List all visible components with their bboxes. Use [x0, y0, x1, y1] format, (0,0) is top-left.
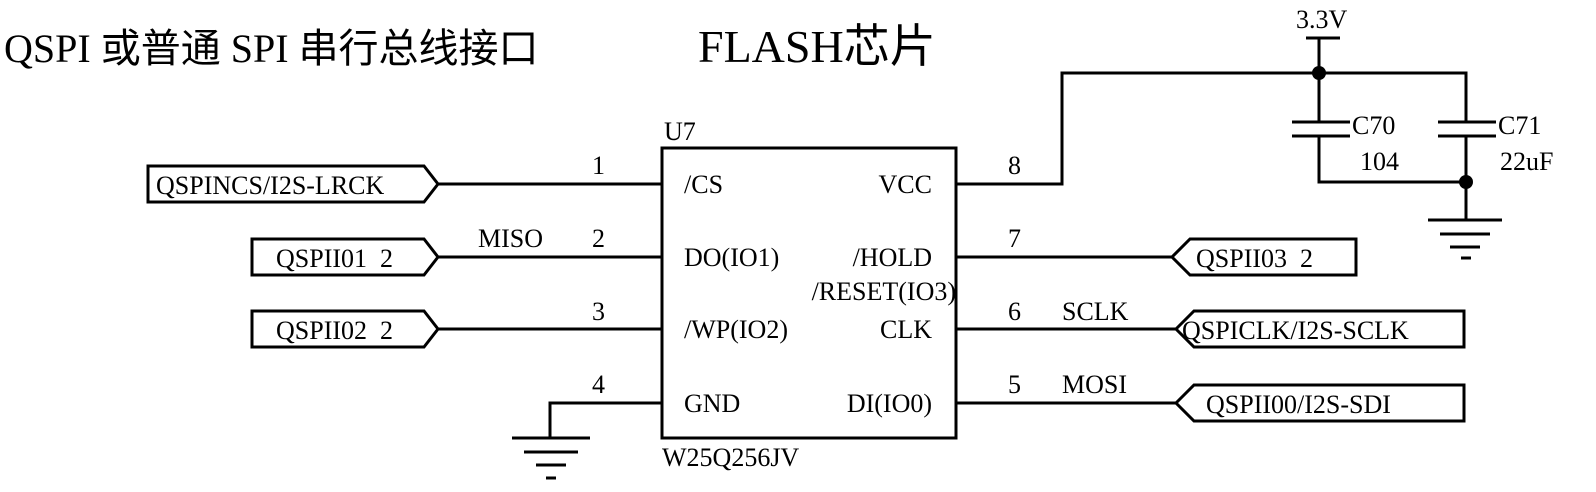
pin-name-wp: /WP(IO2) [684, 315, 788, 344]
pin-name-cs: /CS [684, 170, 723, 199]
power-label: 3.3V [1296, 5, 1348, 34]
chip-ref: U7 [664, 117, 696, 146]
pin-name-do: DO(IO1) [684, 243, 779, 272]
wire-pin4 [548, 401, 662, 438]
net-port-qspincs[interactable]: QSPINCS/I2S-LRCK [146, 164, 440, 204]
capacitor-c71[interactable]: C71 22uF [1438, 111, 1553, 220]
junction-dot-gnd [1459, 175, 1473, 189]
c71-value: 22uF [1500, 147, 1553, 176]
pin-num-7: 7 [1008, 224, 1021, 253]
pin-num-5: 5 [1008, 370, 1021, 399]
net-port-qspii01[interactable]: QSPII01 2 [250, 237, 440, 277]
pin-num-3: 3 [592, 297, 605, 326]
pin-num-8: 8 [1008, 151, 1021, 180]
net-label-qspiclk: QSPICLK/I2S-SCLK [1182, 316, 1409, 345]
c70-ref: C70 [1352, 111, 1395, 140]
net-label-qspii02: QSPII02 2 [276, 316, 393, 345]
net-label-qspii01: QSPII01 2 [276, 244, 393, 273]
ground-symbol-left [512, 436, 590, 480]
pin-name-hold: /HOLD [853, 243, 932, 272]
chip-title: FLASH芯片 [698, 21, 936, 72]
signal-mosi: MOSI [1062, 370, 1127, 399]
pin-num-1: 1 [592, 151, 605, 180]
net-port-qspiclk[interactable]: QSPICLK/I2S-SCLK [1173, 309, 1466, 349]
interface-title: QSPI 或普通 SPI 串行总线接口 [4, 26, 539, 71]
wire-pin8-vcc [956, 71, 1468, 186]
net-port-qspii00[interactable]: QSPII00/I2S-SDI [1173, 383, 1466, 423]
pin-name-gnd: GND [684, 389, 740, 418]
net-port-qspii02[interactable]: QSPII02 2 [250, 309, 440, 349]
c71-ref: C71 [1498, 111, 1541, 140]
pin-num-4: 4 [592, 370, 605, 399]
net-label-qspii00: QSPII00/I2S-SDI [1206, 390, 1391, 419]
power-symbol-3v3: 3.3V [1296, 5, 1348, 73]
c70-value: 104 [1360, 147, 1399, 176]
net-port-qspii03[interactable]: QSPII03 2 [1169, 237, 1358, 277]
pin-name-di: DI(IO0) [847, 389, 932, 418]
signal-miso: MISO [478, 224, 543, 253]
net-label-qspincs: QSPINCS/I2S-LRCK [156, 171, 384, 200]
pin-name-vcc: VCC [879, 170, 932, 199]
ground-symbol-right [1428, 218, 1502, 260]
pin-name-clk: CLK [880, 315, 932, 344]
chip-u7[interactable]: U7 W25Q256JV /CS DO(IO1) /WP(IO2) GND VC… [660, 117, 958, 472]
chip-part: W25Q256JV [662, 443, 799, 472]
pin-num-2: 2 [592, 224, 605, 253]
capacitor-c70[interactable]: C70 104 [1292, 73, 1466, 184]
net-label-qspii03: QSPII03 2 [1196, 244, 1313, 273]
pin-num-6: 6 [1008, 297, 1021, 326]
signal-sclk: SCLK [1062, 297, 1129, 326]
chip-body[interactable] [660, 146, 958, 440]
pin-name-reset: /RESET(IO3) [812, 277, 956, 306]
